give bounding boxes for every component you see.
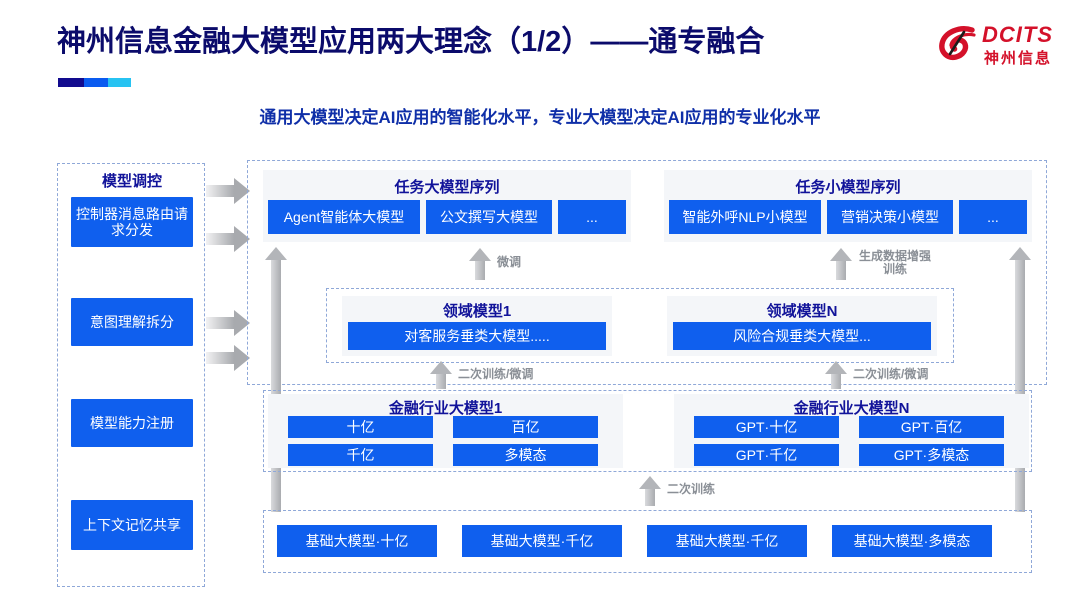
control-item-context-memory[interactable]: 上下文记忆共享: [71, 500, 193, 550]
foundation-model-item-1000y-a[interactable]: 基础大模型·千亿: [462, 525, 622, 557]
task-small-model-item-marketing[interactable]: 营销决策小模型: [827, 200, 953, 234]
industry-model-n-item-gpt-100y[interactable]: GPT·百亿: [859, 416, 1004, 438]
industry-model-1-item-100y[interactable]: 百亿: [453, 416, 598, 438]
arrow-label-retrain-finetune-right: 二次训练/微调: [853, 367, 929, 381]
industry-model-n-group: 金融行业大模型N GPT·十亿 GPT·百亿 GPT·千亿 GPT·多模态: [674, 394, 1029, 468]
flow-arrow-3-icon: [206, 310, 250, 336]
domain-model-n-title: 领域模型N: [766, 303, 838, 320]
domain-model-n-group: 领域模型N 风险合规垂类大模型...: [667, 296, 937, 356]
task-large-model-title: 任务大模型序列: [394, 179, 500, 196]
arrow-retrain-finetune-right-icon: [825, 361, 847, 389]
arrow-label-fine-tune: 微调: [497, 255, 522, 269]
task-large-model-item-agent[interactable]: Agent智能体大模型: [268, 200, 420, 234]
logo-wordmark-cn: 神州信息: [984, 50, 1053, 67]
page-subtitle: 通用大模型决定AI应用的智能化水平，专业大模型决定AI应用的专业化水平: [259, 108, 821, 127]
flow-arrow-2-icon: [206, 226, 250, 252]
model-control-column: 模型调控 控制器消息路由请求分发 意图理解拆分 模型能力注册 上下文记忆共享: [57, 163, 205, 587]
industry-model-1-item-10y[interactable]: 十亿: [288, 416, 433, 438]
industry-model-1-item-1000y[interactable]: 千亿: [288, 444, 433, 466]
title-underline-bar: [58, 78, 131, 87]
dcits-swirl-icon: [939, 26, 976, 61]
domain-model-1-title: 领域模型1: [442, 303, 512, 320]
foundation-model-item-1000y-b[interactable]: 基础大模型·千亿: [647, 525, 807, 557]
domain-model-container: [326, 288, 954, 363]
control-item-router[interactable]: 控制器消息路由请求分发: [71, 197, 193, 247]
industry-model-n-title: 金融行业大模型N: [793, 400, 910, 417]
task-small-model-item-nlp[interactable]: 智能外呼NLP小模型: [669, 200, 821, 234]
task-small-model-group: 任务小模型序列 智能外呼NLP小模型 营销决策小模型 ...: [664, 170, 1032, 242]
arrow-retrain-finetune-left-icon: [430, 361, 452, 389]
page-title: 神州信息金融大模型应用两大理念（1/2）——通专融合: [57, 26, 765, 58]
arrow-gen-data-aug-icon: [830, 248, 852, 280]
task-small-model-item-more[interactable]: ...: [959, 200, 1027, 234]
arrow-industry-to-task-large-icon: [264, 247, 288, 512]
arrow-label-retrain-finetune-left: 二次训练/微调: [458, 367, 534, 381]
industry-model-1-title: 金融行业大模型1: [388, 400, 503, 417]
task-large-model-item-doc[interactable]: 公文撰写大模型: [426, 200, 552, 234]
arrow-label-gen-data-aug: 生成数据增强 训练: [859, 249, 932, 277]
industry-model-n-item-gpt-multimodal[interactable]: GPT·多模态: [859, 444, 1004, 466]
task-large-model-item-more[interactable]: ...: [558, 200, 626, 234]
domain-model-1-group: 领域模型1 对客服务垂类大模型.....: [342, 296, 612, 356]
foundation-model-container: 基础大模型·十亿 基础大模型·千亿 基础大模型·千亿 基础大模型·多模态: [263, 510, 1032, 573]
arrow-label-retrain: 二次训练: [667, 482, 716, 496]
control-item-capability-register[interactable]: 模型能力注册: [71, 399, 193, 447]
domain-model-1-item[interactable]: 对客服务垂类大模型.....: [348, 322, 606, 350]
logo-wordmark-en: DCITS: [982, 22, 1053, 47]
dcits-logo: DCITS 神州信息: [938, 20, 1064, 72]
industry-model-n-item-gpt-10y[interactable]: GPT·十亿: [694, 416, 839, 438]
domain-model-n-item[interactable]: 风险合规垂类大模型...: [673, 322, 931, 350]
foundation-model-item-10y[interactable]: 基础大模型·十亿: [277, 525, 437, 557]
arrow-industry-to-task-small-icon: [1008, 247, 1032, 512]
flow-arrow-1-icon: [206, 178, 250, 204]
model-control-title: 模型调控: [101, 173, 162, 190]
control-item-intent[interactable]: 意图理解拆分: [71, 298, 193, 346]
industry-model-1-group: 金融行业大模型1 十亿 百亿 千亿 多模态: [268, 394, 623, 468]
industry-model-container: [263, 390, 1032, 472]
underline-segment-2: [84, 78, 108, 87]
arrow-fine-tune-icon: [469, 248, 491, 280]
flow-arrow-4-icon: [206, 345, 250, 371]
task-and-domain-container: [247, 160, 1047, 385]
foundation-model-item-multimodal[interactable]: 基础大模型·多模态: [832, 525, 992, 557]
arrow-retrain-icon: [639, 476, 661, 506]
underline-segment-3: [108, 78, 131, 87]
task-large-model-group: 任务大模型序列 Agent智能体大模型 公文撰写大模型 ...: [263, 170, 631, 242]
industry-model-n-item-gpt-1000y[interactable]: GPT·千亿: [694, 444, 839, 466]
architecture-diagram: 任务大模型序列 Agent智能体大模型 公文撰写大模型 ... 任务小模型序列 …: [247, 160, 1047, 590]
underline-segment-1: [58, 78, 84, 87]
industry-model-1-item-multimodal[interactable]: 多模态: [453, 444, 598, 466]
slide-header: 神州信息金融大模型应用两大理念（1/2）——通专融合 通用大模型决定AI应用的智…: [0, 0, 1080, 140]
task-small-model-title: 任务小模型序列: [795, 179, 901, 196]
